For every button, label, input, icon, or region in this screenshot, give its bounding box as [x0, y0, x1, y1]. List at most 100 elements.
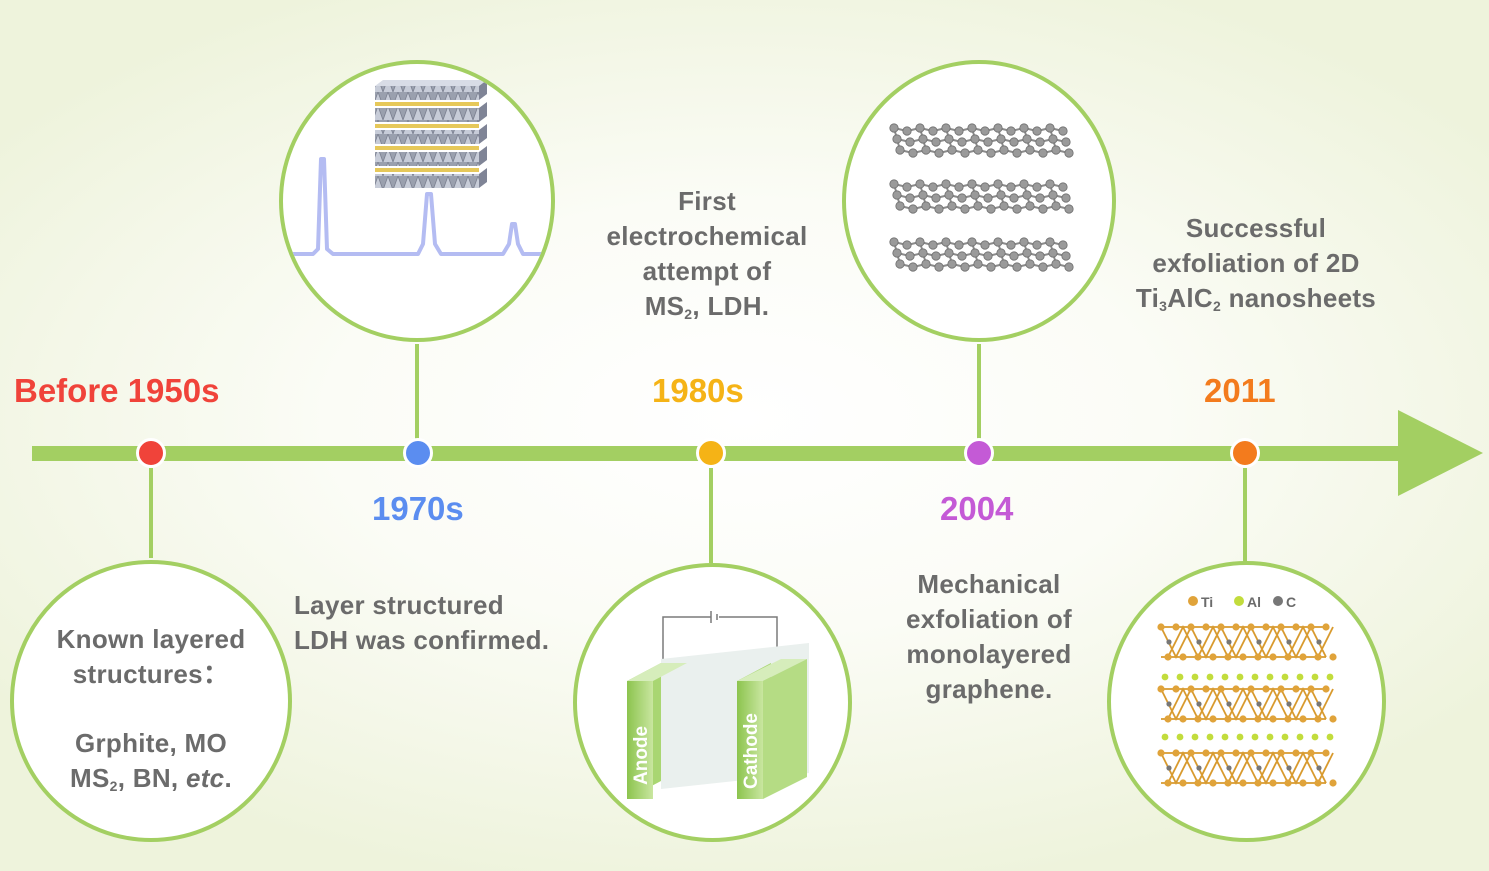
carbon-atom — [915, 123, 925, 133]
carbon-atom — [905, 137, 915, 147]
1970s-line1: Layer structured — [294, 590, 504, 620]
carbon-atom — [1048, 190, 1058, 200]
ti-atom — [1232, 623, 1240, 631]
carbon-atom — [970, 248, 980, 258]
1980s-line4: MS2, LDH. — [644, 291, 770, 322]
ti-atom — [1209, 653, 1217, 661]
ti-atom — [1239, 653, 1247, 661]
ti-atom — [1329, 653, 1337, 661]
anode-electrode — [627, 681, 653, 799]
carbon-atom — [1022, 190, 1032, 200]
ti-atom — [1254, 779, 1262, 787]
carbon-atom — [1006, 182, 1016, 192]
c-atom — [1256, 765, 1262, 771]
carbon-atom — [1006, 126, 1016, 136]
al-atom — [1326, 673, 1334, 681]
ti-c-layer — [1157, 749, 1337, 787]
dot-1980s — [696, 438, 726, 468]
carbon-atom — [941, 179, 951, 189]
ti-atom — [1299, 715, 1307, 723]
ti-atom — [1247, 749, 1255, 757]
ti-atom — [1172, 623, 1180, 631]
carbon-atom — [934, 148, 944, 158]
carbon-atom — [980, 182, 990, 192]
ti-atom — [1254, 715, 1262, 723]
carbon-atom — [983, 251, 993, 261]
circle-1970s — [279, 60, 555, 342]
carbon-atom — [1022, 134, 1032, 144]
carbon-atom — [908, 262, 918, 272]
ti-atom — [1179, 779, 1187, 787]
carbon-atom — [921, 259, 931, 269]
al-atom — [1236, 673, 1244, 681]
carbon-atom — [905, 193, 915, 203]
xrd-pattern — [291, 157, 551, 256]
year-2004: 2004 — [940, 490, 1014, 527]
carbon-atom — [1032, 182, 1042, 192]
carbon-atom — [918, 248, 928, 258]
c-atom — [1166, 639, 1172, 645]
carbon-atom — [895, 145, 905, 155]
carbon-atom — [895, 259, 905, 269]
carbon-atom — [892, 248, 902, 258]
carbon-atom — [967, 123, 977, 133]
ti-atom — [1164, 715, 1172, 723]
al-atom — [1176, 733, 1184, 741]
ti-atom — [1307, 685, 1315, 693]
before1950s-line2: structures： — [72, 659, 230, 689]
carbon-atom — [1022, 248, 1032, 258]
carbon-atom — [944, 134, 954, 144]
carbon-atom — [1012, 148, 1022, 158]
carbon-atom — [1058, 240, 1068, 250]
carbon-atom — [993, 123, 1003, 133]
carbon-atom — [1058, 126, 1068, 136]
carbon-atom — [892, 134, 902, 144]
ti-atom — [1217, 749, 1225, 757]
ti-atom — [1232, 685, 1240, 693]
c-atom — [1316, 701, 1322, 707]
al-atom — [1326, 733, 1334, 741]
carbon-atom — [999, 145, 1009, 155]
legend-c: C — [1286, 594, 1296, 610]
c-atom — [1196, 639, 1202, 645]
ti-atom — [1277, 685, 1285, 693]
carbon-atom — [1051, 145, 1061, 155]
ti-atom — [1194, 715, 1202, 723]
carbon-atom — [947, 259, 957, 269]
carbon-atom — [999, 259, 1009, 269]
1980s-line1: First — [678, 186, 736, 216]
carbon-atom — [1038, 148, 1048, 158]
ti-atom — [1217, 623, 1225, 631]
c-atom — [1226, 701, 1232, 707]
ti-atom — [1224, 653, 1232, 661]
2011-line2: exfoliation of 2D — [1152, 248, 1360, 278]
year-before1950s: Before 1950s — [14, 372, 220, 409]
al-atom — [1161, 673, 1169, 681]
ti-atom — [1322, 749, 1330, 757]
circle-2004 — [842, 60, 1116, 342]
carbon-atom — [892, 190, 902, 200]
carbon-atom — [970, 190, 980, 200]
1980s-line3: attempt of — [642, 256, 772, 286]
dot-2004 — [964, 438, 994, 468]
carbon-atom — [983, 137, 993, 147]
carbon-atom — [993, 237, 1003, 247]
carbon-atom — [1009, 251, 1019, 261]
carbon-atom — [1025, 145, 1035, 155]
ti-atom — [1314, 653, 1322, 661]
ti-atom — [1164, 653, 1172, 661]
c-atom — [1286, 639, 1292, 645]
ti-atom — [1194, 779, 1202, 787]
carbon-atom — [954, 240, 964, 250]
carbon-atom — [960, 204, 970, 214]
carbon-atom — [1061, 251, 1071, 261]
al-atom — [1251, 673, 1259, 681]
carbon-atom — [947, 145, 957, 155]
carbon-atom — [1064, 148, 1074, 158]
carbon-atom — [915, 237, 925, 247]
dot-1970s — [403, 438, 433, 468]
al-atom — [1281, 673, 1289, 681]
ti-atom — [1292, 749, 1300, 757]
ti-atom — [1187, 685, 1195, 693]
